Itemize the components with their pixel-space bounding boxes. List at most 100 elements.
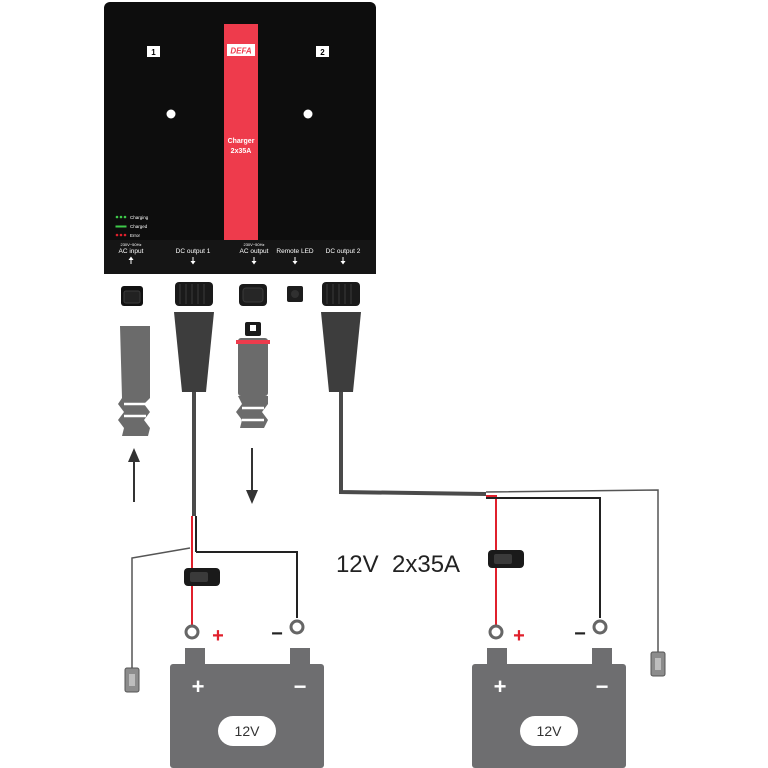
ac-output-plug-body — [242, 406, 264, 422]
accent-stripe — [224, 24, 258, 240]
fuse-holder-icon — [190, 572, 208, 582]
ring-terminals — [184, 619, 608, 640]
port-label-dc-output-1: DC output 1 — [176, 248, 211, 255]
charged-led-icon — [115, 225, 127, 228]
channel-2-number: 2 — [320, 48, 325, 57]
arrow-down-icon — [246, 490, 258, 504]
channel-1-number: 1 — [151, 48, 156, 57]
voltage-note-input: 230V~50Hz — [120, 242, 141, 247]
fuse-holder-1 — [184, 568, 220, 586]
ac-output-plug — [236, 322, 270, 428]
ac-output-plug-body — [238, 338, 268, 396]
battery-label: 12V — [537, 723, 563, 739]
battery-label-pill — [520, 716, 578, 746]
battery-plus-sign: + — [494, 674, 507, 699]
port-label-ac-output: AC output — [240, 248, 269, 255]
dc-output-2-plug — [321, 312, 361, 392]
model-line-1: Charger — [228, 138, 255, 145]
terminal-minus-sign: − — [271, 623, 283, 645]
defa-logo-text: DEFA — [230, 47, 252, 56]
dc-output-1-plug — [174, 312, 214, 392]
ring-terminal-icon — [289, 619, 305, 635]
cable-2-sensor-wire — [485, 489, 659, 652]
mounting-hole-right — [303, 109, 313, 119]
error-led-icon — [123, 233, 127, 237]
fuse-holder-icon — [494, 554, 512, 564]
temperature-sensor-1 — [124, 667, 140, 693]
sensor-icon — [655, 658, 661, 670]
cable-2-positive-wire — [486, 495, 497, 626]
terminal-minus-sign: − — [574, 623, 586, 645]
arrow-up-icon — [128, 256, 134, 260]
legend-charging: Charging — [130, 215, 149, 220]
diagram-caption: 12V 2x35A — [336, 551, 460, 578]
ac-input-plug-body — [118, 326, 150, 436]
ac-output-plug-body — [236, 396, 268, 428]
battery-2: + − 12V — [472, 648, 626, 768]
error-led-icon — [115, 233, 119, 237]
sensor-icon — [129, 674, 135, 686]
charging-led-icon — [123, 215, 127, 219]
battery-label-pill — [218, 716, 276, 746]
port-label-ac-input: AC input — [119, 248, 144, 255]
arrow-down-icon — [340, 261, 346, 265]
ac-input-socket — [123, 290, 141, 304]
ac-input-plug-body — [124, 402, 146, 418]
ring-terminal-icon — [592, 619, 608, 635]
port-connectors — [121, 282, 360, 306]
channel-2-badge — [316, 46, 329, 57]
flow-arrows — [128, 448, 258, 504]
ring-terminal-icon — [184, 624, 200, 640]
channel-1-badge — [147, 46, 160, 57]
port-label-remote-led: Remote LED — [276, 248, 314, 255]
battery-terminal-post — [290, 648, 310, 668]
battery-label: 12V — [235, 723, 261, 739]
charging-led-icon — [119, 215, 123, 219]
dc-output-1-socket — [175, 282, 213, 306]
ac-output-plug-seal — [236, 340, 270, 344]
arrow-down-icon — [292, 261, 298, 265]
dc-cable-1 — [131, 392, 298, 668]
model-line-2: 2x35A — [231, 148, 252, 155]
cable-2-negative-wire — [486, 497, 601, 618]
charging-led-icon — [115, 215, 119, 219]
battery-minus-sign: − — [294, 674, 307, 699]
ac-output-socket — [242, 287, 264, 303]
cable-1-sensor-wire — [131, 547, 191, 668]
arrow-down-icon — [190, 261, 196, 265]
voltage-note-output: 230V~50Hz — [243, 242, 264, 247]
battery-terminal-post — [487, 648, 507, 668]
battery-1: + − 12V — [170, 648, 324, 768]
port-label-dc-output-2: DC output 2 — [326, 248, 361, 255]
ac-input-plug — [118, 326, 150, 436]
ring-terminal-icon — [488, 624, 504, 640]
arrow-up-icon — [128, 448, 140, 462]
dc-output-2-socket — [326, 284, 352, 304]
battery-minus-sign: − — [596, 674, 609, 699]
cable-2-trunk — [339, 392, 487, 496]
status-legend: Charging Charged Error — [115, 215, 149, 238]
legend-error: Error — [130, 233, 141, 238]
temperature-sensor-2 — [650, 651, 666, 677]
dc-output-1-socket — [179, 284, 205, 304]
mounting-hole-left — [166, 109, 176, 119]
dc-cable-2 — [339, 392, 659, 652]
fuse-holder-2 — [488, 550, 524, 568]
battery-plus-sign: + — [192, 674, 205, 699]
ac-output-plug-pin — [250, 325, 256, 331]
battery-terminal-post — [185, 648, 205, 668]
legend-charged: Charged — [130, 224, 148, 229]
battery-terminal-post — [592, 648, 612, 668]
charger-bottom-panel — [104, 240, 376, 274]
terminal-plus-sign: + — [513, 625, 525, 647]
charger-unit: DEFA Charger 2x35A 1 2 Charging Charged … — [104, 2, 376, 306]
terminal-plus-sign: + — [212, 625, 224, 647]
port-arrows — [128, 256, 346, 265]
cable-1-negative-wire — [196, 551, 298, 618]
arrow-down-icon — [251, 261, 257, 265]
defa-logo — [227, 44, 255, 56]
error-led-icon — [119, 233, 123, 237]
dc-output-2-socket — [322, 282, 360, 306]
remote-led-socket — [291, 290, 299, 298]
